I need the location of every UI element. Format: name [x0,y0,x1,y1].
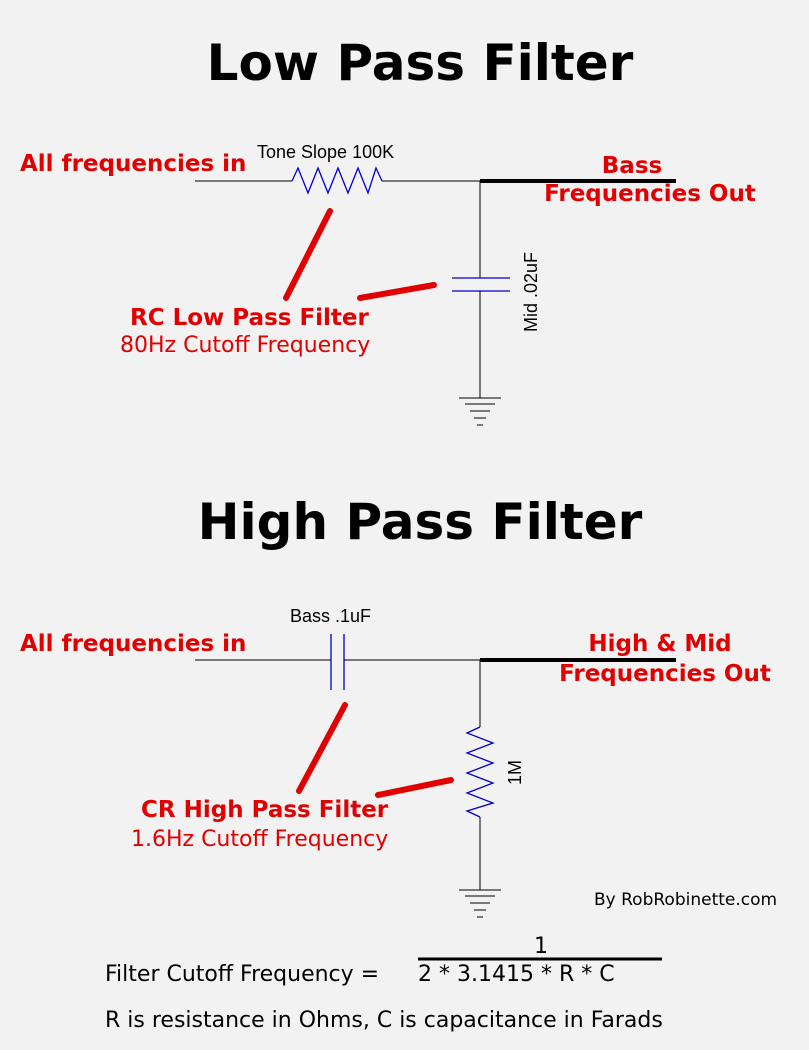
low-pass-pointer-capacitor [357,282,437,301]
low-pass-pointer-resistor [283,208,333,301]
formula-lhs: Filter Cutoff Frequency = [105,962,379,987]
low-pass-title: Low Pass Filter [207,34,634,92]
low-pass-ground-icon [459,397,501,426]
high-pass-pointer-resistor [375,777,454,798]
high-pass-output-label-2: Frequencies Out [559,661,771,687]
high-pass-capacitor-label: Bass .1uF [290,606,371,626]
high-pass-resistor-label: 1M [505,760,525,785]
low-pass-resistor-label: Tone Slope 100K [257,142,394,162]
high-pass-cutoff: 1.6Hz Cutoff Frequency [131,827,388,852]
high-pass-input-label: All frequencies in [20,631,246,657]
high-pass-title: High Pass Filter [198,493,643,551]
high-pass-ground-icon [459,889,501,918]
low-pass-resistor [291,166,383,195]
high-pass-pointer-capacitor [296,702,348,794]
formula-numerator: 1 [534,934,548,959]
low-pass-input-label: All frequencies in [20,151,246,177]
credit-text: By RobRobinette.com [594,890,777,910]
high-pass-output-label-1: High & Mid [588,631,731,657]
formula-note: R is resistance in Ohms, C is capacitanc… [105,1008,663,1033]
low-pass-capacitor-label: Mid .02uF [521,252,541,332]
low-pass-cutoff: 80Hz Cutoff Frequency [120,333,370,358]
high-pass-filter-name: CR High Pass Filter [141,797,389,823]
formula-denominator: 2 * 3.1415 * R * C [418,962,615,987]
high-pass-resistor [465,726,495,818]
low-pass-output-label-1: Bass [602,153,662,179]
low-pass-filter-name: RC Low Pass Filter [130,305,370,331]
low-pass-output-label-2: Frequencies Out [544,181,756,207]
